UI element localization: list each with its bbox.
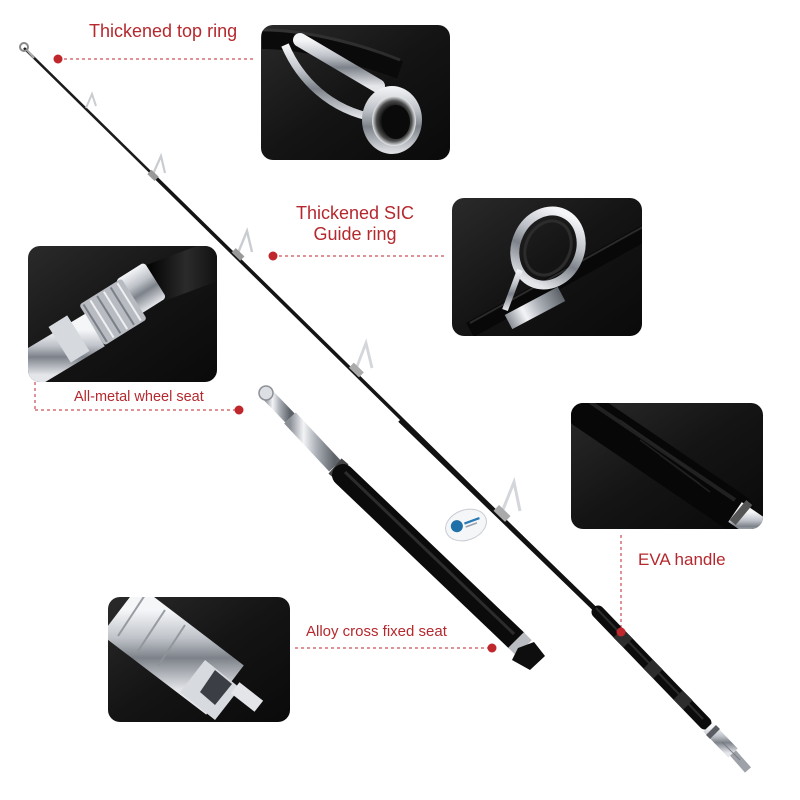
callout-dot-icon <box>616 627 626 637</box>
brand-badge <box>445 508 487 542</box>
rod-guide-1 <box>85 91 97 109</box>
detail-panel-eva-handle <box>571 403 763 529</box>
callout-top-ring <box>53 54 255 64</box>
detail-panel-top-ring <box>261 25 450 160</box>
callout-dot-icon <box>53 54 63 64</box>
rod-guide-2 <box>147 152 167 182</box>
rod-guide-3 <box>231 227 254 261</box>
rod-guide-5 <box>493 476 522 522</box>
butt-section <box>258 385 545 670</box>
detail-panel-wheel-seat <box>28 246 217 382</box>
callout-wheel-seat <box>34 382 244 415</box>
callout-sic-guide <box>268 251 445 261</box>
label-wheel-seat: All-metal wheel seat <box>74 389 204 405</box>
label-sic-line-1: Thickened SIC <box>296 203 415 223</box>
rod-guide-4 <box>348 338 374 378</box>
rod-tip-top <box>19 42 35 59</box>
label-eva-handle: EVA handle <box>638 550 726 569</box>
callout-alloy-seat <box>295 643 497 653</box>
label-sic-line-2: Guide ring <box>313 224 397 244</box>
fishing-rod <box>19 42 751 773</box>
main-rod-butt <box>703 722 751 773</box>
callout-dot-icon <box>487 643 497 653</box>
callout-dot-icon <box>234 405 244 415</box>
main-rod-handle <box>591 605 712 730</box>
callout-eva-handle <box>616 535 626 637</box>
callout-dot-icon <box>268 251 278 261</box>
label-sic-guide-ring: Thickened SIC Guide ring <box>296 203 414 245</box>
detail-panel-sic-guide <box>452 198 642 336</box>
label-thickened-top-ring: Thickened top ring <box>89 21 238 41</box>
detail-panel-alloy-seat <box>108 597 290 722</box>
label-alloy-seat: Alloy cross fixed seat <box>306 623 447 640</box>
